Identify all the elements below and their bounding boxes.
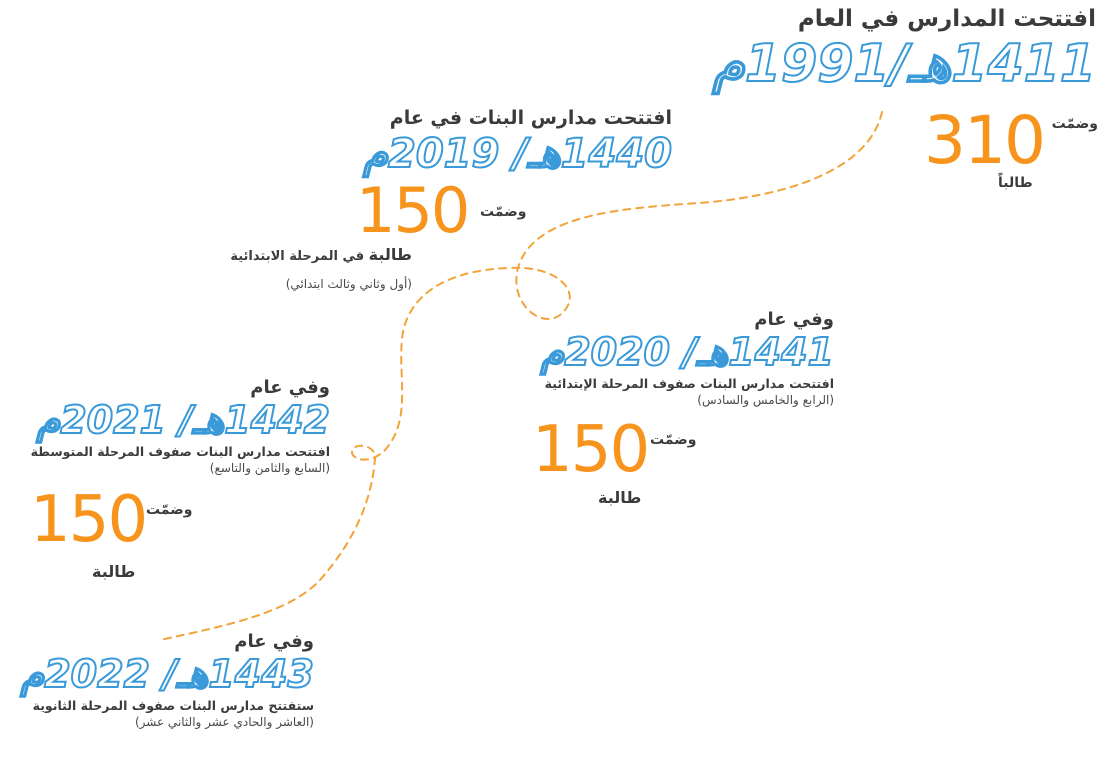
milestone-2022-year: 1443هـ/ 2022م	[20, 651, 315, 696]
milestone-2020-desc: افتتحت مدارس البنات صفوف المرحلة الإبتدا…	[544, 375, 834, 391]
milestone-2022-grades: (العاشر والحادي عشر والثاني عشر)	[134, 715, 314, 730]
milestone-2019-grades: (أول وثاني وثالث ابتدائي)	[285, 277, 412, 292]
milestone-2021-desc: افتتحت مدارس البنات صفوف المرحلة المتوسط…	[30, 443, 330, 459]
milestone-2020-unit-label: طالبة	[598, 488, 642, 507]
milestone-1991-heading: افتتحت المدارس في العام	[797, 6, 1096, 32]
milestone-2022-desc: ستفتتح مدارس البنات صفوف المرحلة الثانوي…	[32, 697, 314, 713]
milestone-2021: وفي عام 1442هـ/ 2021م افتتحت مدارس البنا…	[30, 377, 331, 477]
milestone-2021-included-label: وضمّت	[146, 502, 193, 518]
milestone-2020-year: 1441هـ/ 2020م	[540, 329, 835, 374]
milestone-2019-year: 1440هـ/ 2019م	[362, 130, 673, 177]
milestone-2021-year: 1442هـ/ 2021م	[36, 397, 331, 442]
milestone-2019-included-label: وضمّت	[480, 204, 527, 220]
milestone-2021-count: 150	[30, 483, 148, 557]
milestone-2019-heading: افتتحت مدارس البنات في عام	[389, 107, 672, 129]
milestone-2020-grades: (الرابع والخامس والسادس)	[697, 393, 834, 408]
timeline-path-segment	[159, 111, 883, 641]
milestone-2020-included-label: وضمّت	[650, 432, 697, 448]
milestone-2019-detail: طالبة في المرحلة الابتدائية (أول وثاني و…	[230, 244, 412, 293]
milestone-1991-included-label: وضمّت	[1051, 116, 1098, 132]
milestone-2022: وفي عام 1443هـ/ 2022م ستفتتح مدارس البنا…	[20, 631, 315, 731]
milestone-2019-desc: في المرحلة الابتدائية	[230, 249, 365, 264]
milestone-2020: وفي عام 1441هـ/ 2020م افتتحت مدارس البنا…	[540, 309, 835, 409]
milestone-2019-count: 150	[356, 174, 470, 247]
milestone-2022-heading: وفي عام	[234, 631, 314, 652]
milestone-2021-grades: (السابع والثامن والتاسع)	[209, 461, 330, 476]
milestone-1991-count: 310	[924, 102, 1046, 179]
milestone-2020-count: 150	[532, 413, 650, 487]
milestone-1991-unit-label: طالباً	[998, 175, 1033, 191]
milestone-2019: افتتحت مدارس البنات في عام 1440هـ/ 2019م	[362, 107, 673, 177]
milestone-2019-unit-label: طالبة	[368, 245, 412, 264]
milestone-2021-heading: وفي عام	[250, 377, 330, 398]
milestone-1991-year: 1411هـ/1991م	[712, 34, 1097, 95]
milestone-2021-unit-label: طالبة	[92, 562, 136, 581]
milestone-2020-heading: وفي عام	[754, 309, 834, 330]
milestone-1991: افتتحت المدارس في العام 1411هـ/1991م	[712, 6, 1097, 95]
